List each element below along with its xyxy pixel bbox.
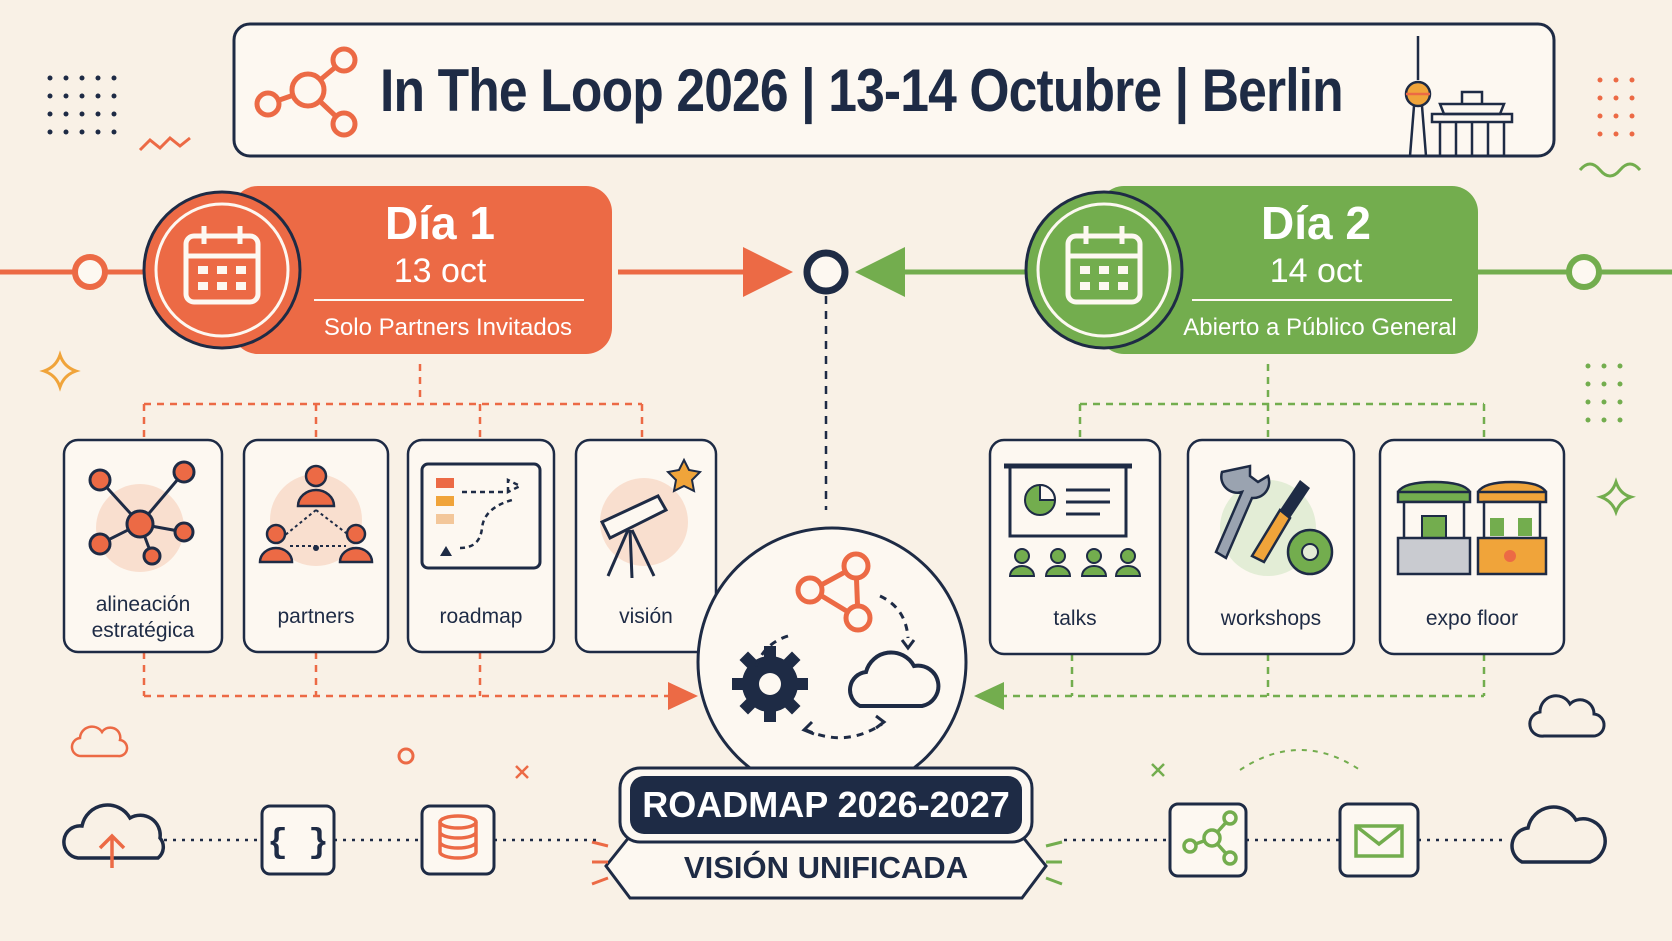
banner-subtitle: VISIÓN UNIFICADA <box>683 850 969 885</box>
card-label-vision: visión <box>619 605 673 628</box>
day2-calendar-icon <box>1065 226 1143 305</box>
card-label-alineacion: alineación estratégica <box>91 593 195 642</box>
card-label-talks: talks <box>1053 607 1097 630</box>
central-hub <box>696 526 968 798</box>
people-network-icon <box>258 464 374 566</box>
small-cloud-left-icon <box>70 725 129 758</box>
day2-title: Día 2 <box>1261 197 1371 249</box>
day1-date: 13 oct <box>393 252 487 290</box>
small-cloud-right-icon <box>1528 694 1606 738</box>
tv-tower-icon <box>1404 36 1432 157</box>
database-icon <box>420 804 496 876</box>
code-braces-icon: { } <box>260 804 336 876</box>
dot-grid-top-left <box>47 75 117 135</box>
card-label-workshops: workshops <box>1220 607 1322 630</box>
day2-to-hub-arrowhead <box>974 682 1004 710</box>
tools-icon <box>1214 464 1334 576</box>
day1-calendar-icon <box>183 226 261 305</box>
event-title: In The Loop 2026 | 13-14 Octubre | Berli… <box>380 57 1344 124</box>
banner-spark-lines <box>591 840 1063 886</box>
small-ring-decoration <box>397 747 415 765</box>
dot-grid-right <box>1585 363 1623 423</box>
timeline-center-node <box>803 249 849 295</box>
timeline-left-node <box>72 254 108 290</box>
day2-date: 14 oct <box>1269 252 1363 290</box>
hub-cloud-icon <box>848 650 941 708</box>
cloud-upload-icon <box>62 803 165 868</box>
roadmap-board-icon <box>420 462 542 570</box>
hub-gear-icon <box>732 646 808 722</box>
brandenburg-gate-icon <box>1428 90 1516 158</box>
dashed-arc-decoration <box>1239 749 1361 771</box>
footer-share-network-icon <box>1168 802 1248 878</box>
day1-title: Día 1 <box>385 197 495 249</box>
header-network-icon <box>254 46 358 138</box>
day2-panel <box>1098 186 1478 354</box>
day2-audience-note: Abierto a Público General <box>1183 314 1457 341</box>
sparkle-green-icon <box>1596 477 1636 517</box>
svg-text:{ }: { } <box>267 825 328 863</box>
card-label-partners: partners <box>277 605 355 628</box>
mail-icon <box>1338 802 1420 878</box>
wave-decoration <box>1578 162 1642 178</box>
sparkle-orange-icon <box>39 350 81 392</box>
timeline-right-node <box>1566 254 1602 290</box>
cycle-arrows-icon <box>752 594 910 740</box>
x-mark-orange <box>515 765 529 779</box>
card-label-roadmap: roadmap <box>439 605 523 628</box>
banner-title: ROADMAP 2026-2027 <box>642 784 1010 825</box>
card-label-expo-floor: expo floor <box>1425 607 1519 630</box>
footer-cloud-icon <box>1510 805 1607 864</box>
day1-to-hub-arrowhead <box>668 682 698 710</box>
market-stalls-icon <box>1396 480 1548 576</box>
day1-panel <box>232 186 612 354</box>
telescope-star-icon <box>599 457 703 579</box>
network-nodes-icon <box>88 460 196 572</box>
day1-audience-note: Solo Partners Invitados <box>323 314 573 341</box>
presentation-screen-icon <box>1004 463 1142 577</box>
zigzag-decoration <box>138 135 191 152</box>
hub-share-network-icon <box>795 551 873 633</box>
day2-branch-connectors <box>1000 364 1486 698</box>
dot-grid-top-right <box>1597 77 1635 137</box>
day1-branch-connectors <box>142 364 680 698</box>
header-box <box>232 22 1556 158</box>
x-mark-green <box>1151 763 1165 777</box>
banner-title-box <box>630 776 1022 834</box>
